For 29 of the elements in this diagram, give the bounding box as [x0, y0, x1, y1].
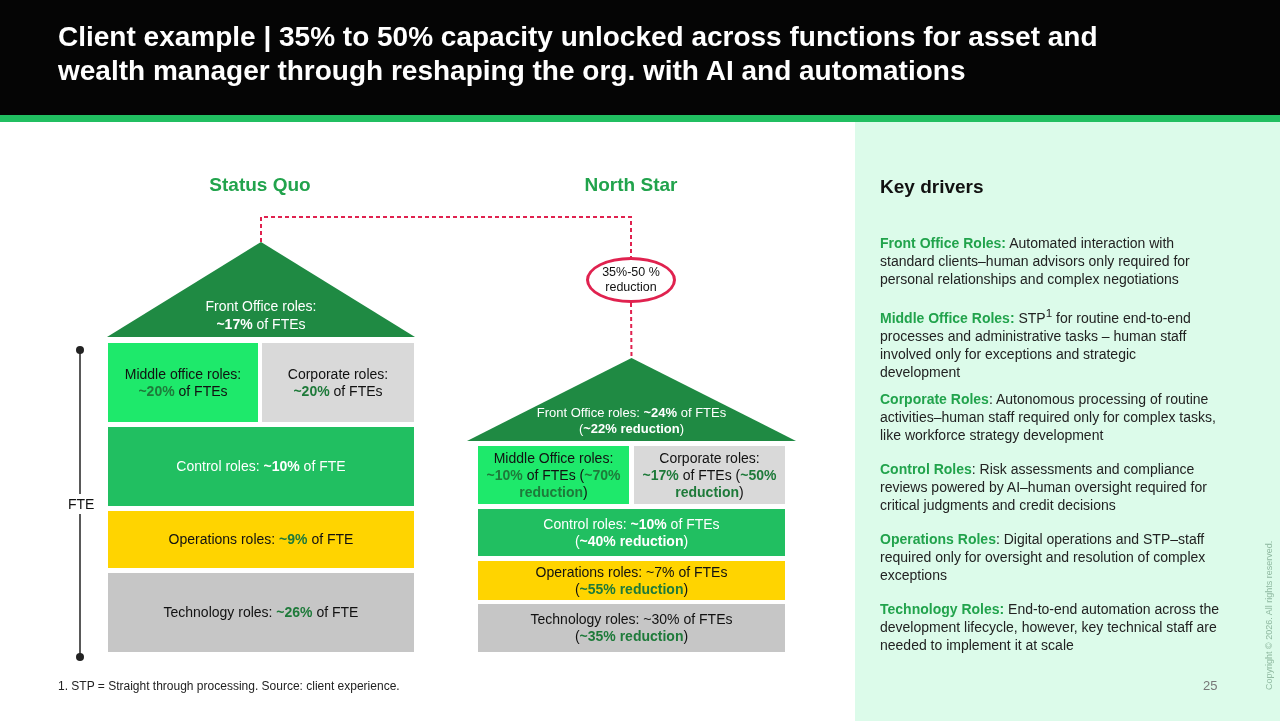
column-heading: Status Quo	[208, 174, 312, 196]
role-block: Corporate roles: ~20% of FTEs	[262, 343, 414, 422]
page-number: 25	[1203, 678, 1218, 693]
column-heading: North Star	[583, 174, 679, 196]
role-block: Control roles: ~10% of FTE	[108, 427, 414, 506]
reduction-oval: 35%-50 % reduction	[586, 257, 676, 303]
panel-heading: Key drivers	[880, 176, 984, 198]
drivers-panel	[855, 122, 1280, 721]
driver-paragraph: Middle Office Roles: STP$^{1}$ for routine end-to-end processes and administrative tasks – human staff involved only for exceptions and strategic development	[880, 305, 1192, 381]
role-block: Middle office roles: ~20% of FTEs	[108, 343, 258, 422]
driver-paragraph: Front Office Roles: Automated interaction with standard clients–human advisors only required for personal relationships and complex negotiations	[880, 234, 1191, 288]
axis-label: FTE	[66, 494, 97, 514]
footnote: 1. STP = Straight through processing. Source: client experience.	[58, 679, 400, 693]
role-block: Corporate roles: ~17% of FTEs (~50% reduction)	[634, 446, 785, 504]
driver-paragraph: Operations Roles: Digital operations and STP–staff required only for oversight and resolution of complex exceptions	[880, 530, 1207, 584]
role-block: Technology roles: ~26% of FTE	[108, 573, 414, 652]
role-share-text: Front Office roles: ~24% of FTEs (~22% reduction)	[535, 405, 728, 437]
copyright-note: Copyright © 2026. All rights reserved.	[1264, 540, 1274, 690]
driver-paragraph: Technology Roles: End-to-end automation across the development lifecycle, however, key technical staff are needed to implement it at scale	[880, 600, 1220, 654]
role-share-text: Front Office roles: ~17% of FTEs	[204, 297, 318, 333]
driver-paragraph: Control Roles: Risk assessments and compliance reviews powered by AI–human oversight required for critical judgments and credit decisions	[880, 460, 1208, 514]
role-block: Control roles: ~10% of FTEs (~40% reduction)	[478, 509, 785, 556]
dashed-connector	[630, 302, 633, 359]
role-block: Technology roles: ~30% of FTEs (~35% reduction)	[478, 604, 785, 652]
role-block: Middle Office roles: ~10% of FTEs (~70% reduction)	[478, 446, 629, 504]
page-title: Client example | 35% to 50% capacity unlocked across functions for asset and wealth manager through reshaping the org. with AI and automations	[58, 20, 1099, 88]
driver-paragraph: Corporate Roles: Autonomous processing of routine activities–human staff required only for complex tasks, like workforce strategy development	[880, 390, 1217, 444]
role-block: Operations roles: ~9% of FTE	[108, 511, 414, 568]
role-block: Operations roles: ~7% of FTEs (~55% reduction)	[478, 561, 785, 600]
